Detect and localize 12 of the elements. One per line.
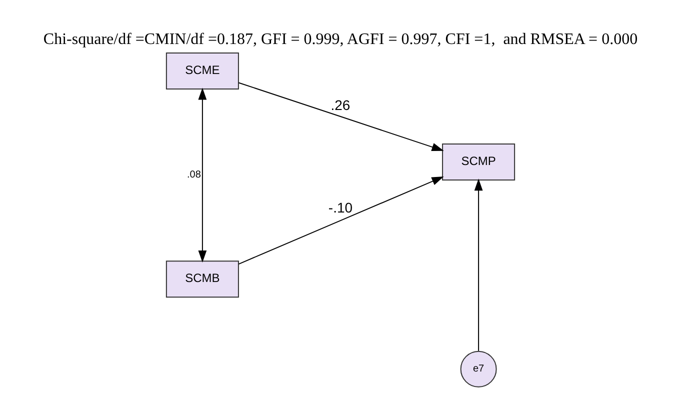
arrow [474,178,483,352]
edge-label: -.10 [328,199,353,216]
edge-label: .08 [186,170,201,181]
node-circle: e7 [460,350,497,388]
arrow [238,176,444,265]
diagram-title: Chi-square/df =CMIN/df =0.187, GFI = 0.999, AGFI = 0.997, CFI =1, and RMSEA = 0.000 [43,30,638,48]
node-box: SCMP [442,144,516,181]
arrow [238,82,444,152]
node-box: SCMB [166,260,239,298]
node-box: SCME [166,52,239,90]
arrow [198,88,207,262]
edge-label: .26 [330,97,350,114]
